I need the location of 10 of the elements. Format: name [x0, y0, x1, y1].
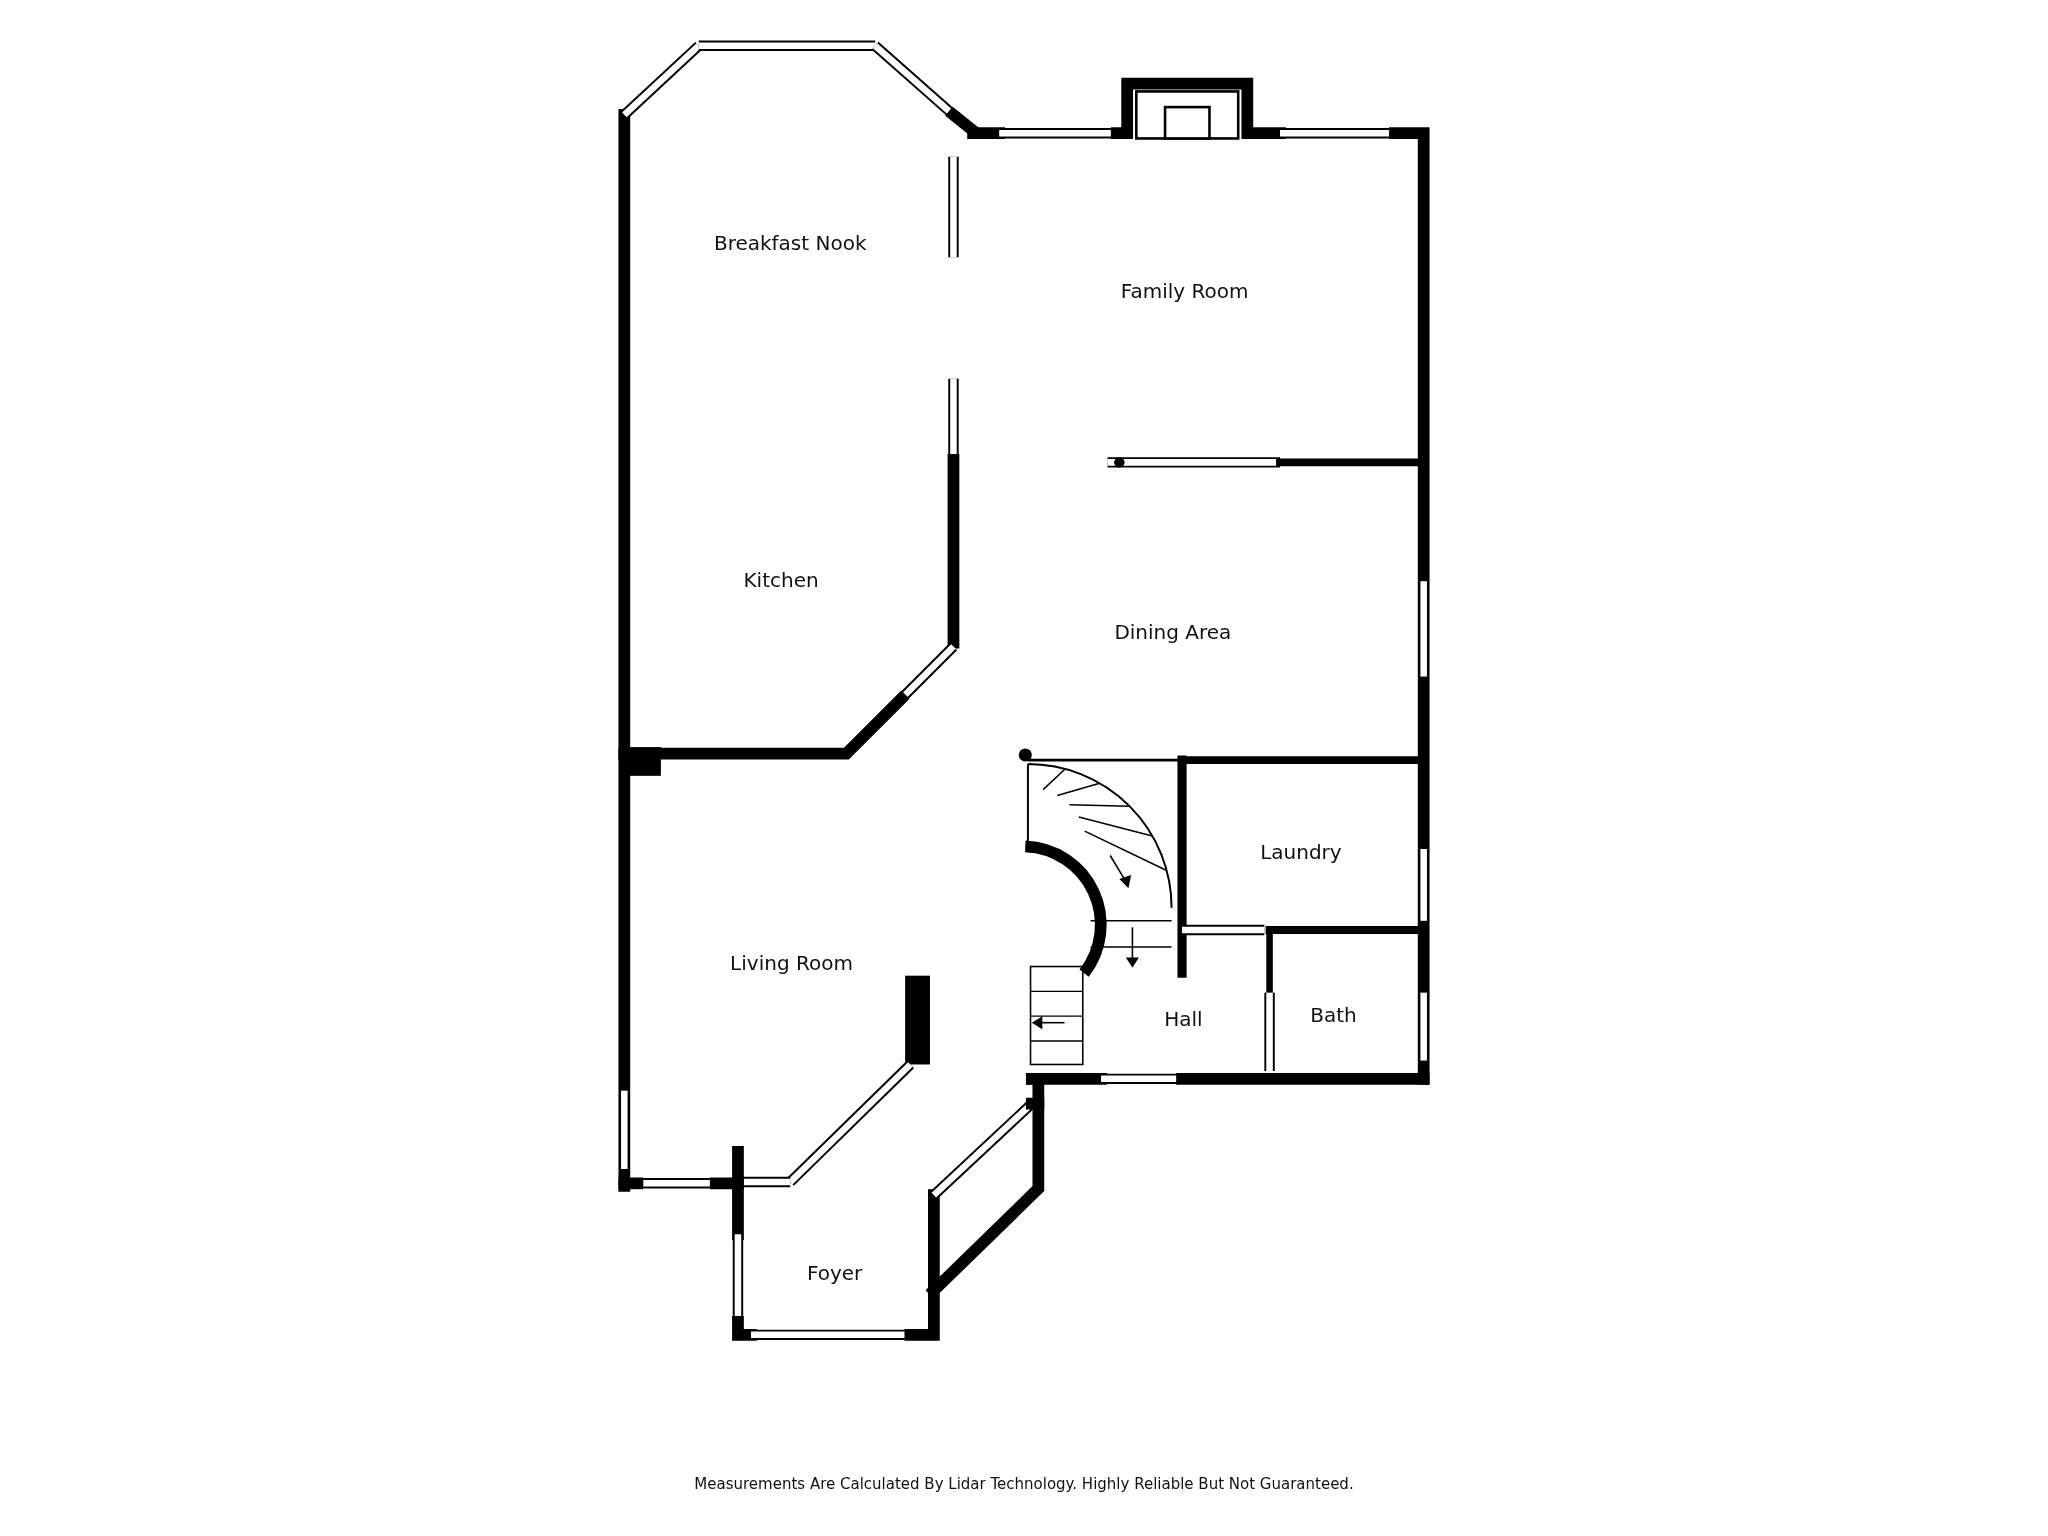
room-label: Bath	[1310, 1002, 1357, 1027]
room-label: Kitchen	[743, 567, 819, 592]
room-label: Family Room	[1120, 279, 1249, 304]
room-label: Foyer	[806, 1261, 863, 1286]
room-label: Breakfast Nook	[713, 230, 867, 255]
room-label: Laundry	[1260, 839, 1342, 864]
room-label: Hall	[1164, 1006, 1203, 1031]
room-label: Dining Area	[1114, 620, 1232, 645]
caption: Measurements Are Calculated By Lidar Technology. Highly Reliable But Not Guaranteed.	[694, 1474, 1354, 1493]
room-label: Living Room	[730, 950, 853, 975]
